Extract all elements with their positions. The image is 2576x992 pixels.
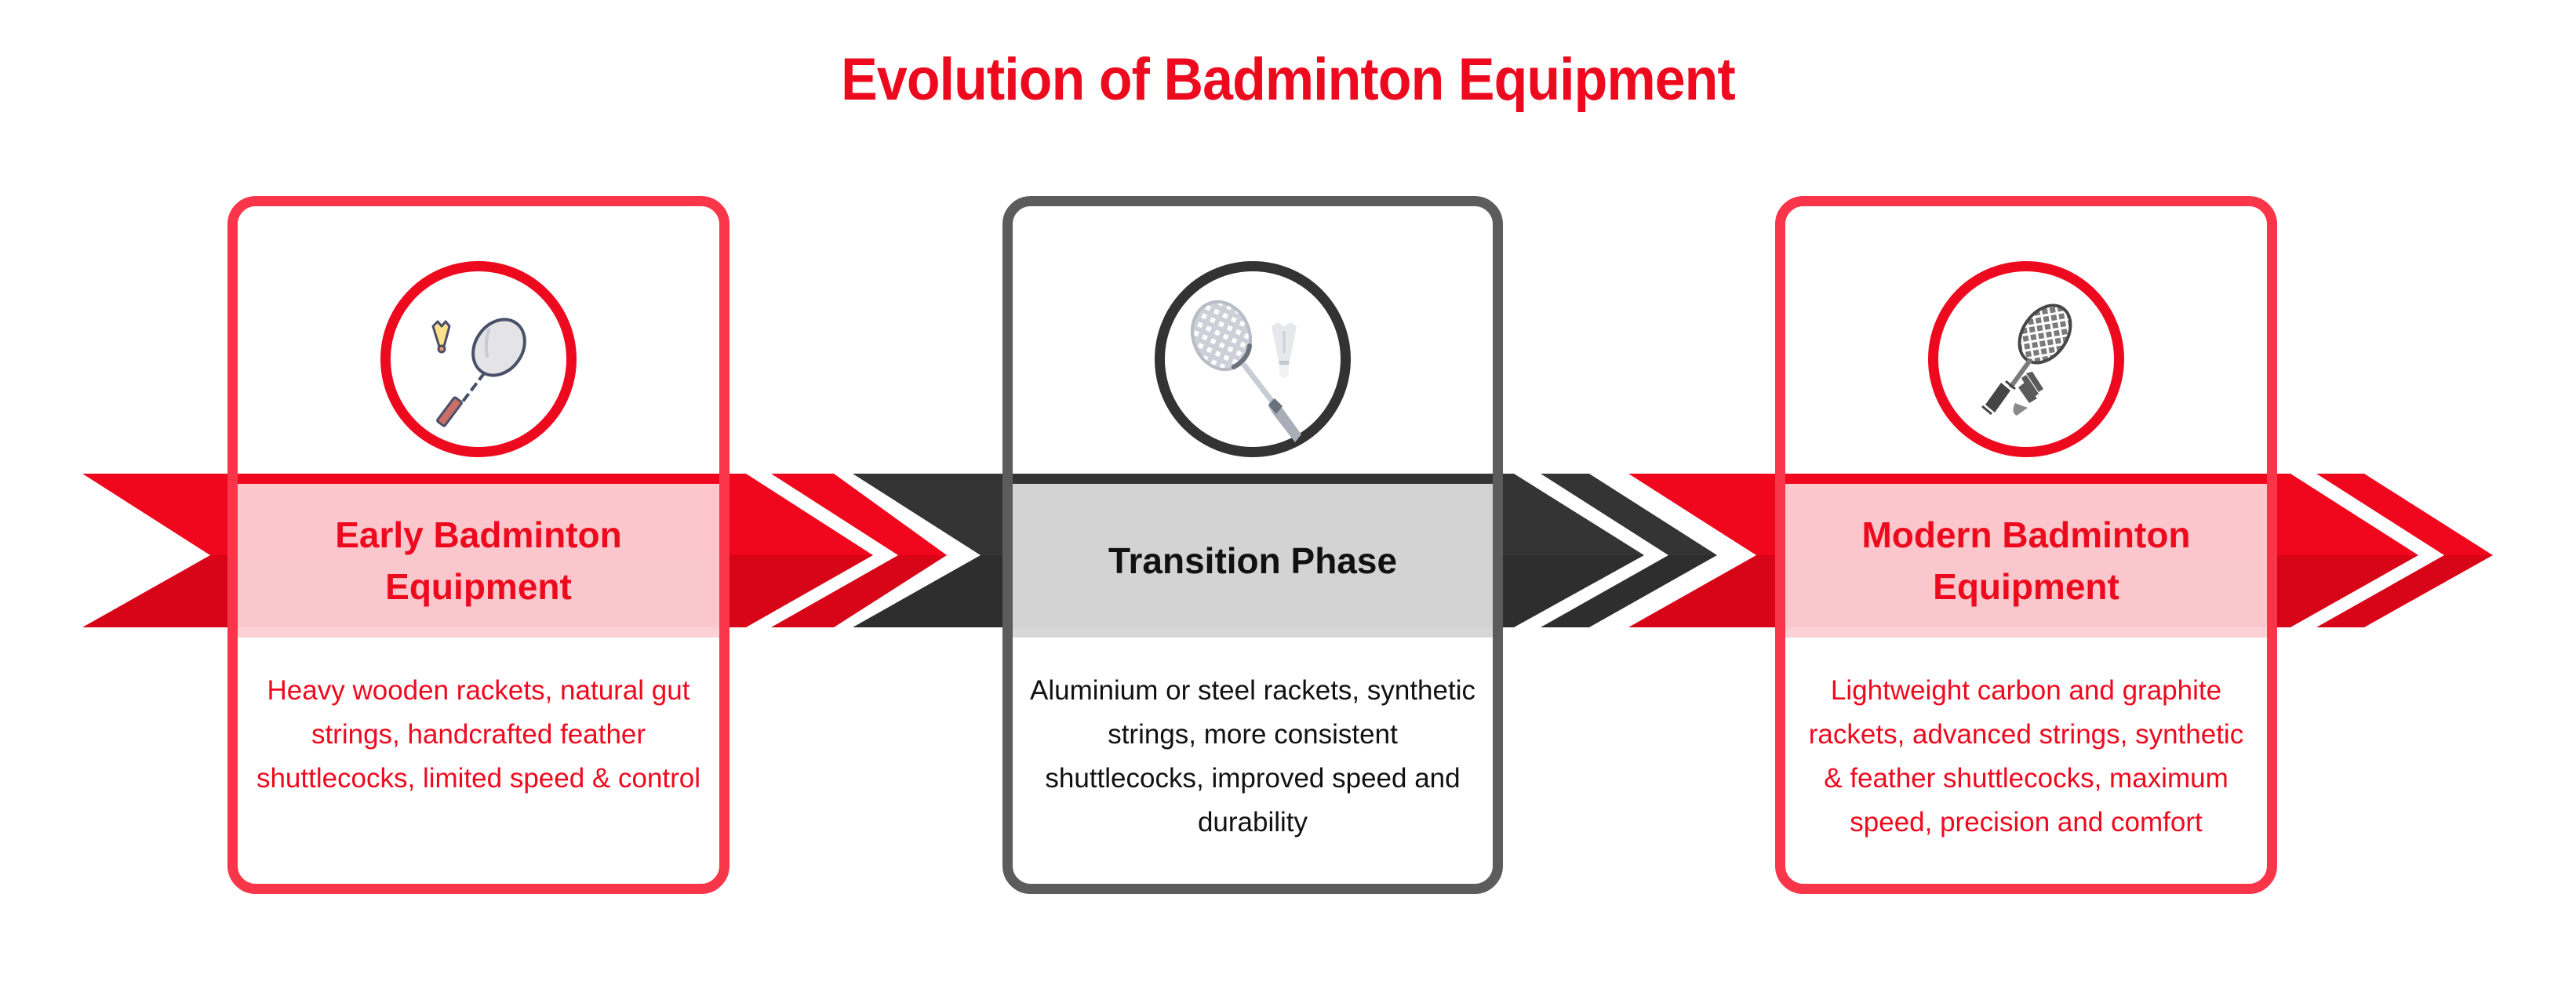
stage-card-transition: Transition Phase Aluminium or steel rack… [1002,196,1503,894]
racket-shuttlecock-flat-icon [1190,300,1301,442]
racket-shuttlecock-outline-icon [431,318,526,427]
stage-description: Aluminium or steel rackets, synthetic st… [1030,675,1475,838]
icon-circle [1155,261,1351,457]
icon-circle [1928,261,2124,457]
stage-description: Heavy wooden rackets, natural gut string… [256,675,701,794]
stage-description: Lightweight carbon and graphite rackets,… [1808,675,2244,838]
heading-highlight [1785,484,2267,638]
diagram-title: Evolution of Badminton Equipment [841,46,1736,113]
heading-highlight [238,484,719,638]
stage-heading: Transition Phase [1108,540,1398,581]
icon-circle [380,261,577,457]
heading-highlight [1013,484,1493,638]
racket-shuttlecock-solid-icon [1981,303,2072,416]
